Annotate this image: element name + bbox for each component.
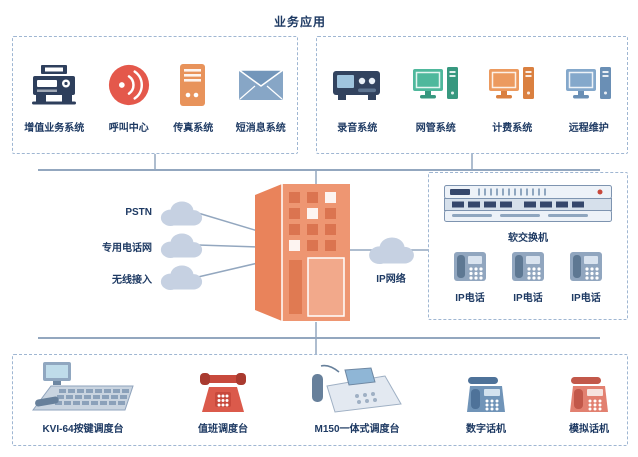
node-billing-system: 计费系统 (489, 57, 535, 134)
duty-phone-icon (200, 373, 246, 412)
label-ip-phone: IP电话 (571, 293, 601, 304)
system-label: 增值业务系统 (24, 123, 85, 134)
icon-slot (31, 356, 135, 414)
node-ip-phone: IP电话 (569, 247, 603, 304)
connector-private-net (197, 244, 259, 248)
icon-slot (311, 356, 403, 414)
monitor-orange-icon (489, 67, 535, 99)
node-remote-maintenance: 远程维护 (565, 57, 612, 134)
icon-slot (332, 57, 382, 113)
ip-phone-icon (570, 252, 602, 281)
voice-wave-icon (108, 64, 149, 106)
integrated-console-icon (312, 364, 402, 413)
connector-pstn (197, 212, 259, 232)
node-analog-phone: 模拟话机 (569, 356, 609, 435)
terminals-box: KVI-64按键调度台 值班调度台 (12, 354, 628, 446)
cloud-icon (369, 237, 414, 265)
icon-slot (569, 356, 609, 414)
dispatch-console-icon (32, 362, 134, 411)
node-ip-phone: IP电话 (453, 247, 487, 304)
node-call-center: 呼叫中心 (107, 57, 151, 134)
diagram-title: 业务应用 (254, 13, 346, 30)
analog-phone-icon (570, 377, 608, 412)
system-label: 短消息系统 (235, 123, 286, 134)
rack-switch-icon (444, 185, 612, 222)
node-recording-system: 录音系统 (332, 57, 382, 134)
system-label: 录音系统 (337, 123, 378, 134)
fax-machine-icon (32, 65, 77, 105)
system-label: 网管系统 (415, 123, 456, 134)
monitor-green-icon (412, 67, 458, 99)
label-ip-network: IP网络 (376, 274, 406, 285)
icon-slot (565, 57, 612, 113)
switch-cabinet-icon (255, 184, 350, 321)
terminal-label: 值班调度台 (198, 424, 248, 435)
terminal-label: 模拟话机 (569, 424, 609, 435)
label-ip-phone: IP电话 (455, 293, 485, 304)
terminal-label: 数字话机 (466, 424, 506, 435)
softswitch-zone-box: 软交换机 IP电话 (428, 172, 628, 320)
node-duty-console: 值班调度台 (198, 356, 248, 435)
cloud-icon (160, 233, 203, 258)
icon-slot (107, 57, 151, 113)
node-m150-console: M150一体式调度台 (311, 356, 403, 435)
node-digital-phone: 数字话机 (466, 356, 506, 435)
node-sms-system: 短消息系统 (236, 57, 286, 134)
system-label: 传真系统 (173, 123, 214, 134)
system-label: 呼叫中心 (108, 123, 149, 134)
label-ip-phone: IP电话 (513, 293, 543, 304)
connector-wireless (197, 262, 259, 278)
ip-phone-icon (512, 252, 544, 281)
system-label: 计费系统 (492, 123, 533, 134)
ip-phone-icon (454, 252, 486, 281)
node-fax-system: 传真系统 (173, 57, 213, 134)
label-softswitch: 软交换机 (508, 233, 548, 244)
ip-phone-row: IP电话 IP电话 (429, 247, 627, 304)
node-kvi64-console: KVI-64按键调度台 (31, 356, 135, 435)
icon-slot (31, 57, 77, 113)
cloud-icon (160, 265, 203, 290)
label-private-phone-net: 专用电话网 (102, 243, 152, 254)
icon-slot (466, 356, 506, 414)
monitor-blue-icon (565, 67, 611, 99)
business-apps-box-right: 录音系统 网管系统 (316, 36, 628, 154)
digital-phone-icon (467, 377, 505, 412)
business-apps-box-left: 增值业务系统 呼叫中心 (12, 36, 298, 154)
icon-slot (179, 57, 207, 113)
icon-slot (489, 57, 535, 113)
terminal-label: KVI-64按键调度台 (42, 424, 124, 435)
computer-tower-icon (180, 64, 206, 106)
envelope-icon (238, 69, 284, 100)
icon-slot (412, 57, 459, 113)
cloud-icon (160, 201, 203, 226)
label-pstn: PSTN (125, 207, 152, 218)
icon-slot (200, 356, 246, 414)
system-label: 远程维护 (568, 123, 609, 134)
terminal-label: M150一体式调度台 (314, 424, 400, 435)
node-ip-phone: IP电话 (511, 247, 545, 304)
node-network-mgmt-system: 网管系统 (412, 57, 459, 134)
softswitch-slot (429, 185, 627, 223)
icon-slot (238, 57, 284, 113)
label-wireless-access: 无线接入 (112, 275, 152, 286)
node-value-added-system: 增值业务系统 (24, 57, 84, 134)
recorder-icon (333, 71, 381, 100)
